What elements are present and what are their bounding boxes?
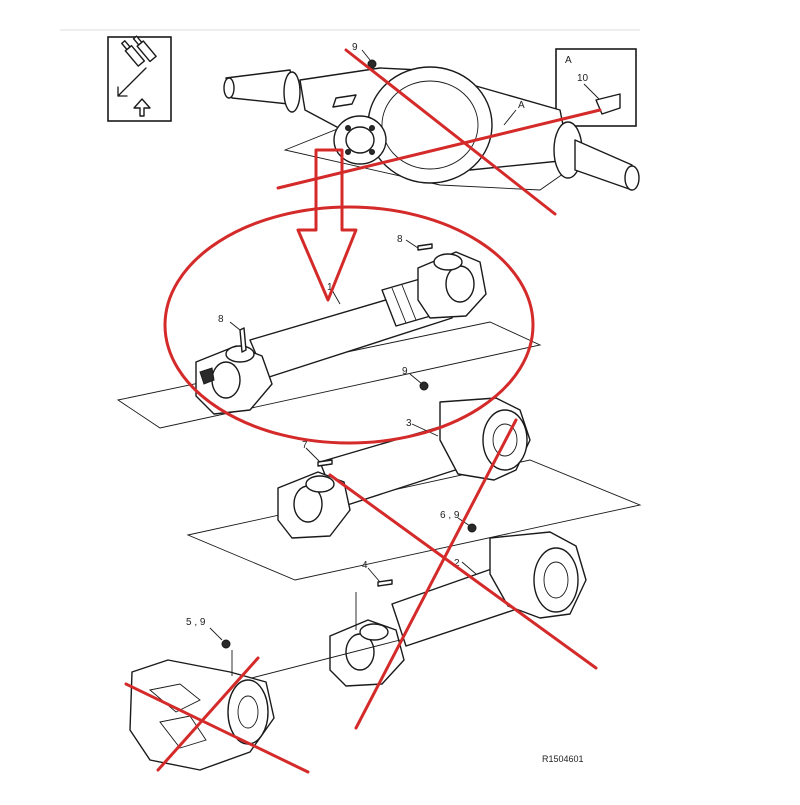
red-markup: [124, 48, 602, 774]
callout-shaft1-bolt: 8: [397, 234, 403, 245]
down-arrow: [296, 148, 358, 302]
strike-shaft2: [328, 473, 598, 670]
callout-shaft1-bolt-left: 8: [218, 314, 224, 325]
gearbox-housing: 5 , 9: [129, 617, 401, 771]
drive-shaft-2: 9 3 7: [186, 366, 642, 581]
callout-shaft1-ref: 1: [327, 282, 333, 293]
callout-axle-ref: A: [518, 100, 525, 111]
component-view-icon: [107, 35, 172, 122]
detail-box-letter: A: [565, 55, 572, 66]
callout-gearbox-nut: 5 , 9: [186, 617, 206, 628]
callout-shaft2-nut: 9: [402, 366, 408, 377]
callout-shaft3-nut: 6 , 9: [440, 510, 460, 521]
figure-code: R1504601: [542, 754, 584, 764]
callout-shaft3-ref: 2: [454, 558, 460, 569]
selection-circle: [163, 205, 535, 445]
drive-shaft-1: 8 8 1: [116, 234, 542, 429]
detail-box-number: 10: [577, 73, 589, 84]
callout-shaft3-bolt: 4: [362, 560, 368, 571]
strike-axle-1: [344, 48, 557, 216]
strike-gearbox-2: [156, 656, 260, 772]
callout-axle-bolt: 9: [352, 42, 358, 53]
detail-box-a: A 10: [555, 48, 637, 127]
callout-shaft2-ref: 3: [406, 418, 412, 429]
strike-axle-2: [276, 108, 602, 190]
callout-shaft2-bolt: 7: [302, 440, 308, 451]
strike-gearbox-1: [124, 682, 310, 774]
drive-shaft-3: 6 , 9 2 4: [329, 510, 587, 687]
strike-shaft3: [354, 418, 518, 730]
